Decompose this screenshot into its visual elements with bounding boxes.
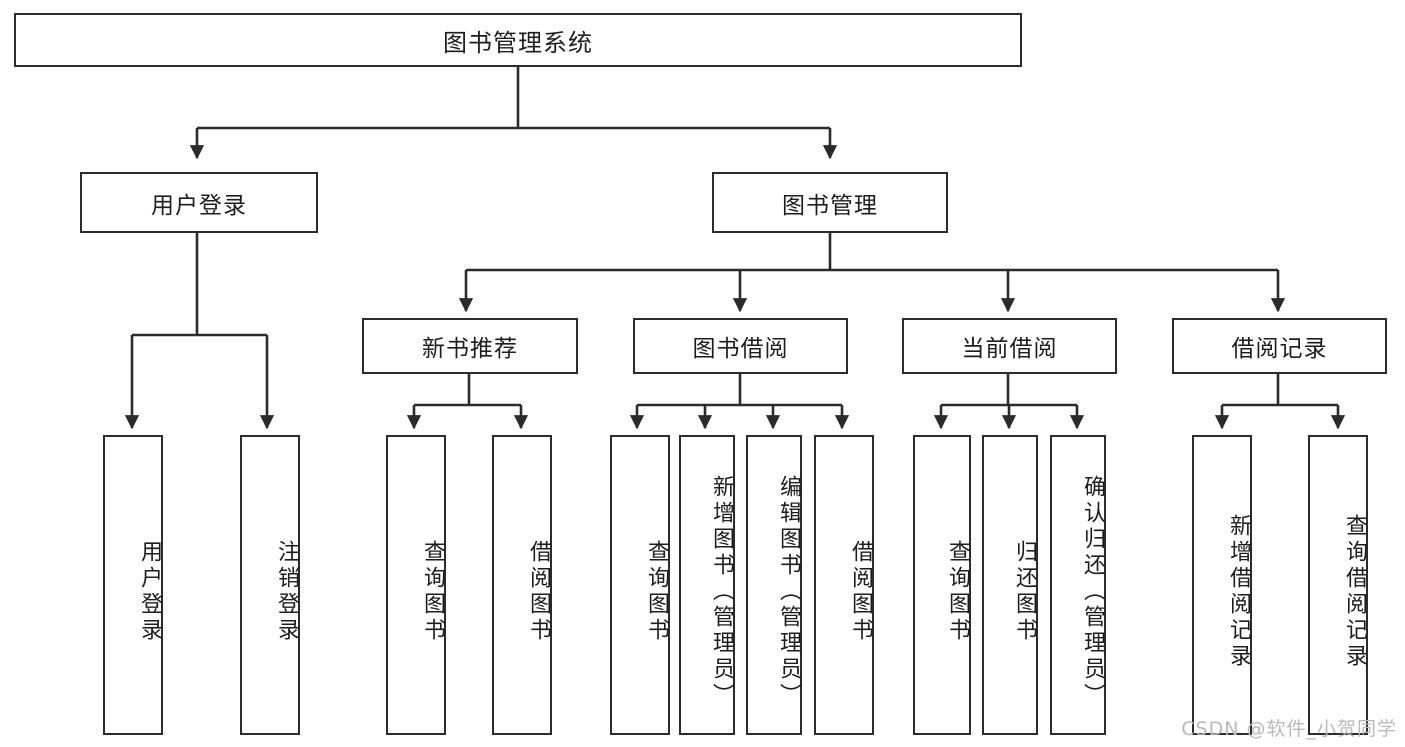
- leaf-query-book-newbook-label: 查询图书: [420, 540, 445, 644]
- leaf-query-book-current-label: 查询图书: [945, 540, 970, 644]
- leaf-logout-label: 注销登录: [274, 540, 299, 644]
- watermark: CSDN @软件_小贺同学: [1181, 718, 1397, 740]
- leaf-return-book[interactable]: 归还图书: [982, 435, 1038, 735]
- node-new-book-recommend-label: 新书推荐: [422, 336, 518, 362]
- node-user-login[interactable]: 用户登录: [80, 172, 318, 233]
- leaf-edit-book-admin-label: 编辑图书（管理员）: [776, 475, 801, 709]
- leaf-confirm-return-admin[interactable]: 确认归还（管理员）: [1050, 435, 1106, 735]
- leaf-return-book-label: 归还图书: [1012, 540, 1037, 644]
- leaf-add-borrow-record[interactable]: 新增借阅记录: [1192, 435, 1252, 735]
- leaf-query-book-borrow-label: 查询图书: [644, 540, 669, 644]
- node-book-borrow-label: 图书借阅: [692, 336, 789, 362]
- leaf-add-book-admin-label: 新增图书（管理员）: [709, 475, 734, 709]
- node-book-management-label: 图书管理: [782, 192, 878, 219]
- leaf-borrow-book-borrow[interactable]: 借阅图书: [814, 435, 874, 735]
- node-borrow-record[interactable]: 借阅记录: [1172, 318, 1387, 374]
- leaf-borrow-book-newbook-label: 借阅图书: [526, 540, 551, 644]
- node-current-borrow-label: 当前借阅: [961, 336, 1058, 362]
- node-root[interactable]: 图书管理系统: [14, 13, 1022, 67]
- leaf-query-book-current[interactable]: 查询图书: [913, 435, 971, 735]
- node-new-book-recommend[interactable]: 新书推荐: [362, 318, 578, 374]
- node-user-login-label: 用户登录: [151, 192, 247, 219]
- leaf-borrow-book-newbook[interactable]: 借阅图书: [492, 435, 552, 735]
- leaf-logout[interactable]: 注销登录: [240, 435, 300, 735]
- leaf-query-borrow-record-label: 查询借阅记录: [1342, 514, 1367, 670]
- leaf-borrow-book-borrow-label: 借阅图书: [848, 540, 873, 644]
- leaf-query-borrow-record[interactable]: 查询借阅记录: [1308, 435, 1368, 735]
- leaf-add-book-admin[interactable]: 新增图书（管理员）: [679, 435, 735, 735]
- leaf-query-book-newbook[interactable]: 查询图书: [386, 435, 446, 735]
- leaf-add-borrow-record-label: 新增借阅记录: [1226, 514, 1251, 670]
- node-current-borrow[interactable]: 当前借阅: [902, 318, 1117, 374]
- node-book-borrow[interactable]: 图书借阅: [633, 318, 848, 374]
- leaf-user-login-label: 用户登录: [137, 540, 162, 644]
- leaf-confirm-return-admin-label: 确认归还（管理员）: [1080, 475, 1105, 709]
- node-book-management[interactable]: 图书管理: [712, 172, 948, 233]
- leaf-user-login[interactable]: 用户登录: [103, 435, 163, 735]
- node-root-label: 图书管理系统: [443, 28, 593, 57]
- node-borrow-record-label: 借阅记录: [1231, 336, 1328, 362]
- leaf-query-book-borrow[interactable]: 查询图书: [610, 435, 670, 735]
- leaf-edit-book-admin[interactable]: 编辑图书（管理员）: [746, 435, 802, 735]
